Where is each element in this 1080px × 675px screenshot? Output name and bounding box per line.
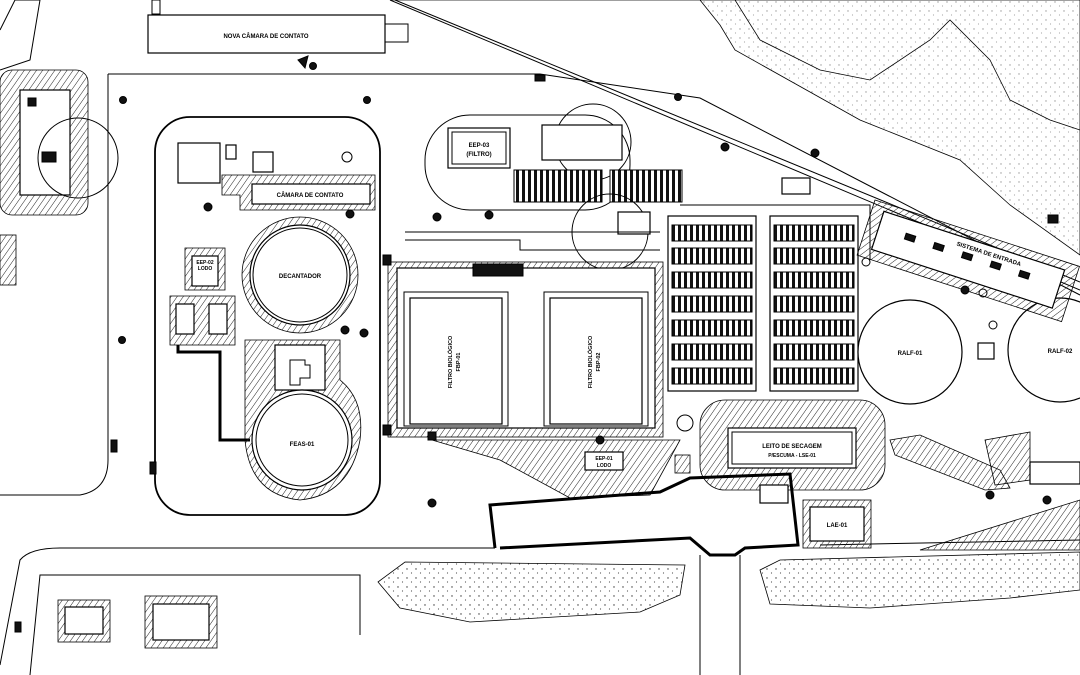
main-road (108, 73, 1080, 296)
svg-text:(FILTRO): (FILTRO) (466, 152, 491, 158)
svg-text:LEITO DE SECAGEM: LEITO DE SECAGEM (762, 444, 822, 450)
eep-lodo2-building (584, 451, 624, 471)
lower-right-island (759, 551, 1080, 609)
ralf-01-tank (857, 299, 963, 405)
sistema-entrada: SISTEMA DE ENTRADA (856, 199, 1080, 323)
eep-lodo-building (191, 255, 219, 287)
filtro-biologico-2 (549, 297, 643, 425)
eep-filtro-building (447, 127, 511, 169)
terrain-area (390, 0, 1080, 256)
ralf-01-label: RALF-01 (898, 351, 923, 357)
lae-label: LAE-01 (827, 523, 848, 529)
svg-text:EEP-01: EEP-01 (595, 456, 612, 462)
eep-filtro-outline (424, 114, 631, 211)
boundary-wall (488, 472, 800, 557)
lae-building (809, 506, 865, 542)
camara-label: CÂMARA DE CONTATO (277, 192, 344, 199)
leito-secagem (727, 427, 857, 469)
svg-text:EEP-02: EEP-02 (196, 260, 213, 266)
feas-tank (251, 389, 353, 491)
svg-text:FBP-01: FBP-01 (456, 353, 462, 372)
svg-text:FBP-02: FBP-02 (596, 353, 602, 372)
svg-text:EEP-03: EEP-03 (469, 143, 490, 149)
camara-contato-building (251, 183, 371, 205)
decantador-tank (249, 224, 351, 326)
svg-text:LODO: LODO (198, 266, 213, 272)
left-complex-outline (154, 116, 381, 516)
svg-text:P/ESCUMA - LSE-01: P/ESCUMA - LSE-01 (768, 453, 816, 459)
svg-text:FILTRO BIOLÓGICO: FILTRO BIOLÓGICO (586, 335, 594, 388)
nova-camara-label: NOVA CÂMARA DE CONTATO (223, 33, 308, 40)
lower-left-island (377, 561, 686, 623)
feas-label: FEAS-01 (290, 442, 315, 448)
filtro-biologico-1 (409, 297, 503, 425)
ralf-02-label: RALF-02 (1048, 349, 1073, 355)
svg-text:FILTRO BIOLÓGICO: FILTRO BIOLÓGICO (446, 335, 454, 388)
reactor-block-1 (667, 215, 757, 392)
svg-text:LODO: LODO (597, 463, 612, 469)
reactor-block-2 (769, 215, 859, 392)
decantador-label: DECANTADOR (279, 274, 322, 280)
nova-camara-building (147, 14, 386, 54)
